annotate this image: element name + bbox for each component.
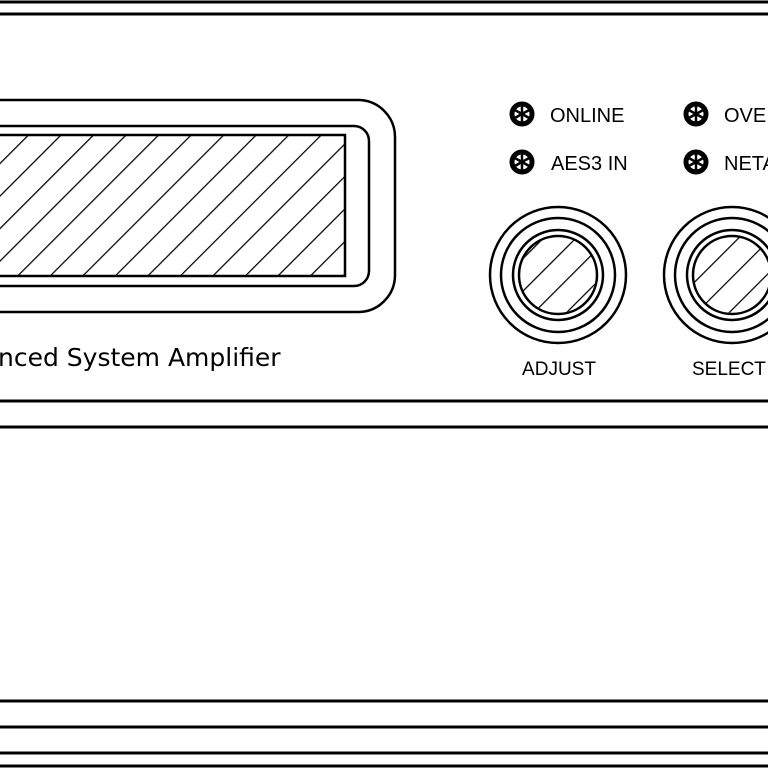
led-icon — [509, 149, 535, 175]
brand-text: nced System Amplifier — [0, 343, 281, 372]
indicator-overload: OVE — [683, 101, 766, 127]
knob-label: ADJUST — [522, 359, 596, 380]
led-icon — [683, 101, 709, 127]
indicator-label: AES3 IN — [551, 153, 628, 175]
adjust-knob[interactable]: ADJUST — [488, 205, 628, 380]
display-screen — [0, 133, 347, 278]
led-icon — [683, 149, 709, 175]
indicator-label: OVE — [724, 105, 766, 127]
display-window — [0, 98, 397, 314]
led-icon — [509, 101, 535, 127]
indicator-label: ONLINE — [550, 105, 624, 127]
select-knob[interactable]: SELECT — [662, 205, 768, 380]
indicator-aes3-in: AES3 IN — [509, 149, 628, 175]
knob-label: SELECT — [692, 359, 766, 380]
indicator-online: ONLINE — [509, 101, 624, 127]
